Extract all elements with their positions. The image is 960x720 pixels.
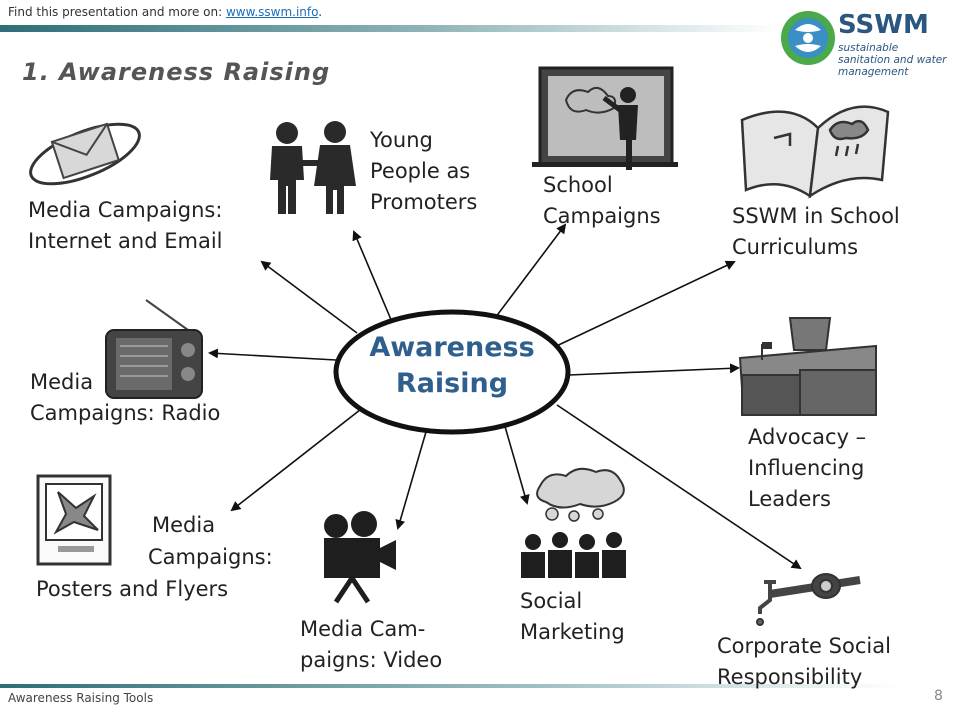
label-video: Media Cam- paigns: Video: [300, 617, 443, 672]
arrow-school-campaigns: [491, 223, 567, 323]
label-social-marketing: Social Marketing: [520, 589, 625, 644]
connector-arrows: [208, 223, 802, 570]
center-node-label: Awareness Raising: [369, 332, 535, 399]
crowd-thought-icon: [521, 467, 626, 578]
arrow-posters: [230, 405, 366, 512]
arrow-internet: [260, 260, 358, 334]
radio-icon: [105, 299, 203, 399]
arrow-social-marketing: [503, 422, 530, 505]
label-school-curriculums: SSWM in School Curriculums: [732, 204, 900, 259]
source-link[interactable]: www.sswm.info: [225, 5, 319, 19]
logo-tagline: sustainable sanitation and water managem…: [838, 42, 947, 78]
source-note: Find this presentation and more on: www.…: [8, 5, 322, 19]
arrow-curriculums: [547, 260, 736, 351]
email-orbit-icon: [29, 122, 141, 186]
book-icon: [740, 105, 890, 199]
poster-icon: [36, 474, 112, 566]
tap-meter-icon: [756, 573, 861, 626]
blackboard-teacher-icon: [532, 66, 678, 170]
label-school-campaigns: School Campaigns: [543, 173, 661, 228]
label-csr: Corporate Social Responsibility: [717, 634, 891, 689]
logo-name: SSWM: [838, 10, 929, 40]
footer-text: Awareness Raising Tools: [8, 691, 154, 705]
arrow-advocacy: [568, 363, 740, 376]
arrow-video: [395, 424, 429, 530]
page-number: 8: [934, 688, 943, 704]
label-posters-line2: Campaigns:: [148, 545, 273, 569]
arrow-young-people: [352, 230, 393, 323]
header-bar: [0, 25, 780, 32]
footer-bar: [0, 684, 900, 688]
arrow-csr: [556, 404, 802, 570]
desk-chair-icon: [738, 317, 877, 416]
people-icon: [270, 121, 356, 214]
source-note-text: Find this presentation and more on:: [8, 5, 226, 19]
label-advocacy: Advocacy – Influencing Leaders: [748, 425, 867, 511]
label-internet: Media Campaigns: Internet and Email: [28, 198, 223, 253]
video-camera-icon: [324, 511, 396, 604]
sswm-logo-icon: [781, 11, 835, 65]
label-posters-line1: Media: [152, 513, 216, 537]
label-radio: Media Campaigns: Radio: [30, 370, 221, 425]
center-ellipse: [333, 309, 571, 435]
slide-title: 1. Awareness Raising: [22, 58, 331, 86]
source-note-suffix: .: [318, 5, 323, 19]
arrow-radio: [208, 348, 337, 361]
label-young-people: Young People as Promoters: [370, 128, 478, 214]
label-posters-line3: Posters and Flyers: [36, 577, 229, 601]
